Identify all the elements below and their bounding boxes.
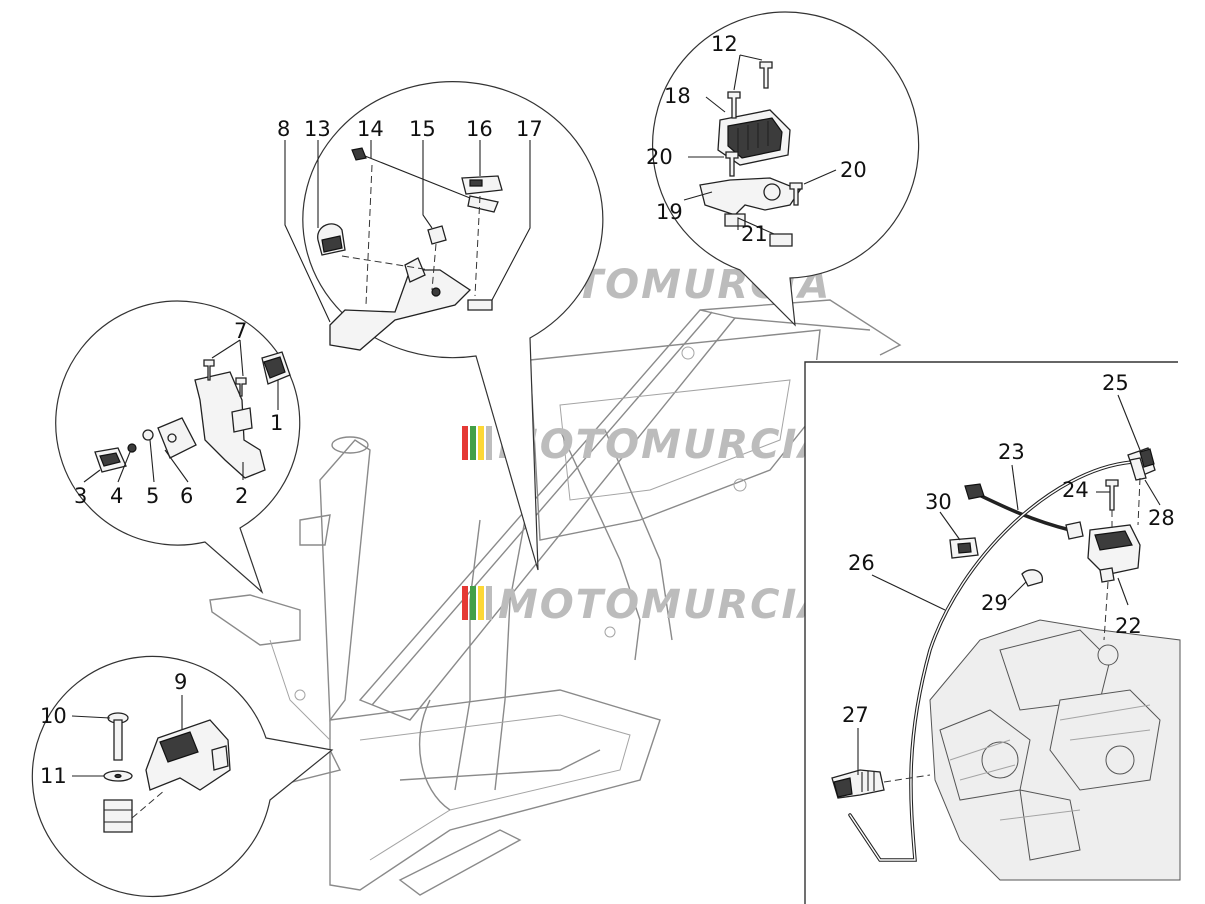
- engine-block: [929, 619, 1181, 881]
- detail-bubble-top-right: [652, 11, 920, 327]
- callout-5: 5: [146, 484, 159, 508]
- callout-13: 13: [304, 117, 331, 141]
- callout-9: 9: [174, 670, 187, 694]
- callout-28: 28: [1148, 506, 1175, 530]
- callout-26: 26: [848, 551, 875, 575]
- callout-29: 29: [981, 591, 1008, 615]
- watermark-middle: MOTOMURCIA: [462, 422, 831, 468]
- callout-6: 6: [180, 484, 193, 508]
- callout-12: 12: [711, 32, 738, 56]
- callout-4: 4: [110, 484, 123, 508]
- callout-27: 27: [842, 703, 869, 727]
- callout-18: 18: [664, 84, 691, 108]
- callout-24: 24: [1062, 478, 1089, 502]
- callout-21: 21: [741, 222, 768, 246]
- callout-16: 16: [466, 117, 493, 141]
- callout-3: 3: [74, 484, 87, 508]
- callout-1: 1: [270, 411, 283, 435]
- callout-30: 30: [925, 490, 952, 514]
- svg-text:MOTOMURCIA: MOTOMURCIA: [498, 422, 831, 468]
- callout-20-left: 20: [646, 145, 673, 169]
- callout-labels: 1 2 3 4 5 6 7 8 9 10 11 12 13 14 15 16 1…: [40, 32, 1175, 788]
- scooter-frame: [209, 299, 902, 896]
- detail-bubble-top: [284, 81, 604, 571]
- callout-8: 8: [277, 117, 290, 141]
- detail-panel-right: [804, 360, 1185, 904]
- callout-15: 15: [409, 117, 436, 141]
- callout-23: 23: [998, 440, 1025, 464]
- watermark-bottom: MOTOMURCIA: [462, 582, 831, 628]
- callout-7: 7: [234, 319, 247, 343]
- callout-11: 11: [40, 764, 67, 788]
- detail-bubble-left: [55, 300, 301, 594]
- callout-22: 22: [1115, 614, 1142, 638]
- callout-10: 10: [40, 704, 67, 728]
- callout-17: 17: [516, 117, 543, 141]
- callout-20-right: 20: [840, 158, 867, 182]
- callout-2: 2: [235, 484, 248, 508]
- callout-25: 25: [1102, 371, 1129, 395]
- svg-text:MOTOMURCIA: MOTOMURCIA: [498, 582, 831, 628]
- detail-bubble-bottom-left: [31, 655, 334, 898]
- callout-19: 19: [656, 200, 683, 224]
- callout-14: 14: [357, 117, 384, 141]
